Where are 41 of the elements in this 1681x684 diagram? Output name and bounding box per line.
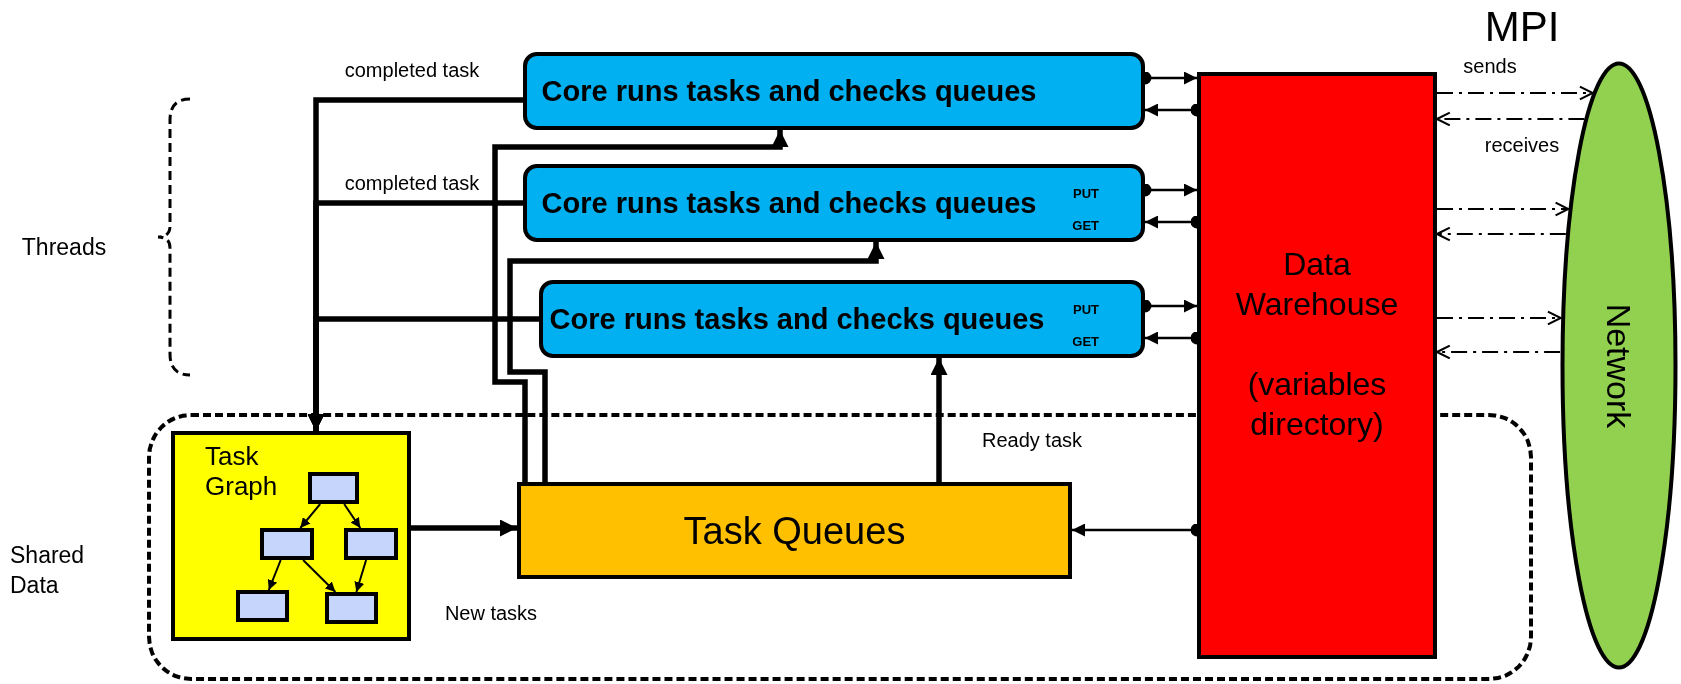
dash-dot-arrow (1436, 310, 1562, 326)
box-title: Core runs tasks and checks queues (541, 74, 1037, 109)
storage-block (1197, 72, 1437, 659)
network-label: Network (1599, 303, 1639, 428)
block-text: (variables directory) (1246, 365, 1388, 444)
box-title: Core runs tasks and checks queues (549, 302, 1045, 337)
group-label: Threads (21, 233, 107, 261)
arrow (299, 503, 322, 529)
box-title: Task Graph (205, 441, 279, 501)
protocol-label: MPI (1484, 3, 1560, 51)
dash-dot-arrow (1436, 85, 1594, 101)
process-box (539, 280, 1145, 358)
port-label: PUT (1073, 186, 1099, 202)
dashed-region (147, 413, 1533, 681)
queue-box (517, 482, 1072, 579)
network-ellipse (1560, 61, 1678, 670)
arrow (307, 316, 539, 431)
arrow (354, 559, 368, 593)
region-caption: Shared Data (10, 541, 86, 600)
task-graph-box (171, 431, 411, 641)
arrow (411, 519, 517, 537)
arrow (343, 503, 362, 529)
graph-node-box (236, 590, 289, 622)
box-title: Core runs tasks and checks queues (541, 186, 1037, 221)
block-text: Data Warehouse (1234, 245, 1400, 324)
port-label: GET (1072, 218, 1099, 234)
arrow (302, 559, 337, 593)
port-label: GET (1072, 334, 1099, 350)
arrow (930, 358, 948, 482)
graph-node-box (260, 528, 314, 560)
arrow (267, 559, 282, 591)
box-title: Task Queues (683, 508, 906, 553)
dash-dot-arrow (1436, 201, 1570, 217)
arrow (507, 242, 885, 482)
process-box (523, 164, 1145, 242)
process-box (523, 52, 1145, 130)
port-label: PUT (1073, 302, 1099, 318)
arrow (492, 130, 789, 482)
graph-node-box (325, 592, 378, 624)
graph-node-box (344, 528, 398, 560)
graph-node-box (308, 472, 359, 504)
